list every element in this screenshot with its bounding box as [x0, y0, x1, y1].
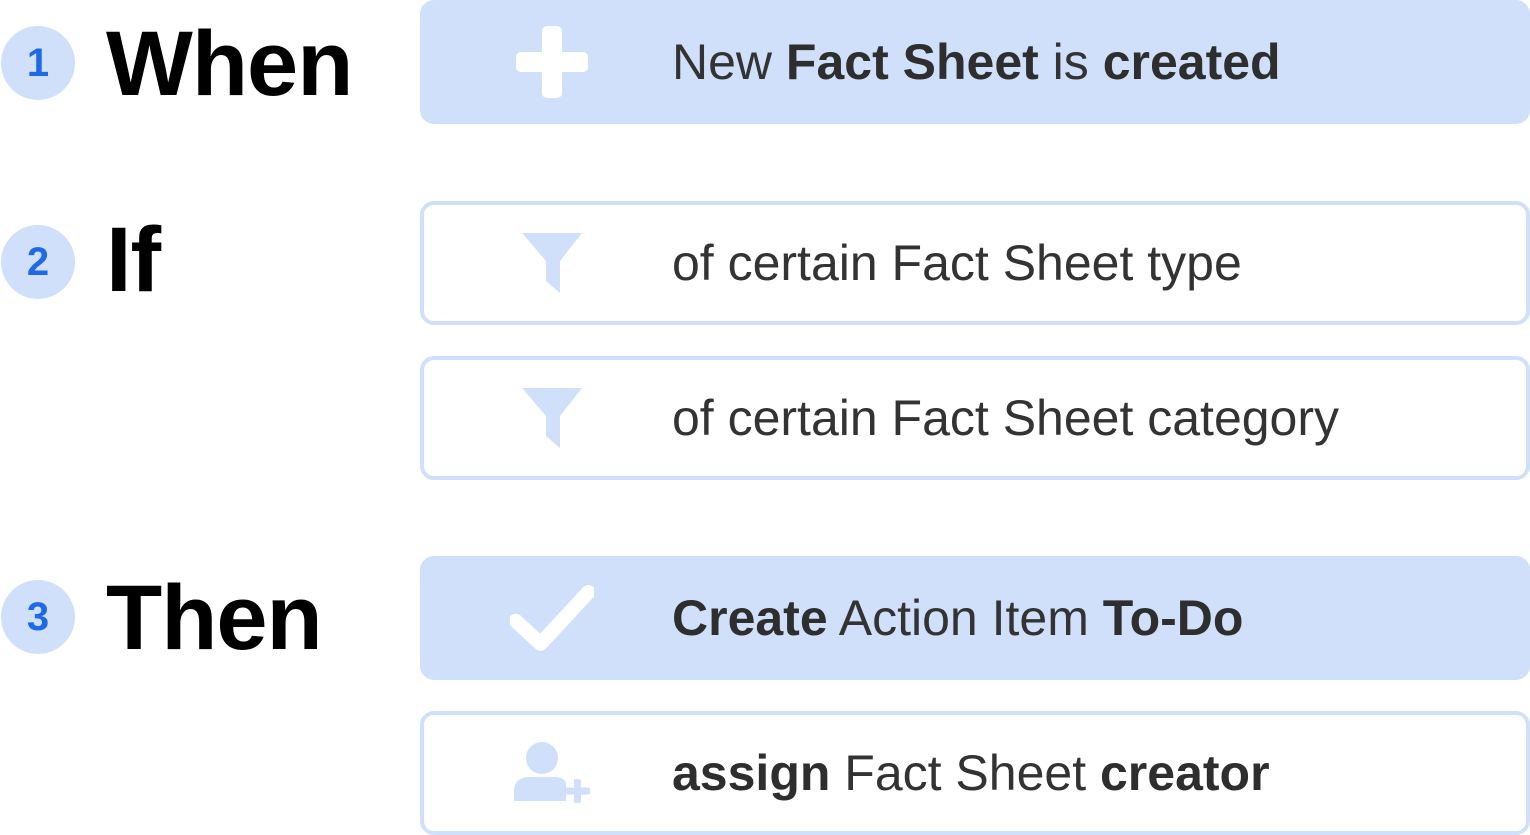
filter-icon: [510, 376, 594, 460]
trigger-text-fact-sheet: Fact Sheet: [785, 34, 1039, 90]
step-1-label: When: [106, 13, 353, 115]
action-text-creator: creator: [1100, 745, 1270, 801]
checkmark-icon: [510, 576, 594, 660]
action-text-action-item: Action Item: [827, 590, 1103, 646]
step-3-badge: 3: [1, 580, 75, 654]
action-text-assign: assign: [672, 745, 831, 801]
step-2-label: If: [106, 209, 161, 311]
action-text-todo: To-Do: [1102, 590, 1244, 646]
trigger-text-is: is: [1038, 34, 1103, 90]
trigger-card-fact-sheet-created[interactable]: New Fact Sheet is created: [420, 0, 1530, 124]
trigger-text: New Fact Sheet is created: [672, 33, 1281, 91]
action-assign-text: assign Fact Sheet creator: [672, 744, 1270, 802]
filter-icon: [510, 221, 594, 305]
action-create-text: Create Action Item To-Do: [672, 589, 1243, 647]
plus-icon: [510, 20, 594, 104]
condition-type-text: of certain Fact Sheet type: [672, 235, 1242, 291]
action-card-create-todo[interactable]: Create Action Item To-Do: [420, 556, 1530, 680]
action-card-assign-creator[interactable]: assign Fact Sheet creator: [420, 711, 1530, 835]
step-1-badge: 1: [1, 26, 75, 100]
step-2-badge: 2: [1, 225, 75, 299]
trigger-text-new: New: [672, 34, 786, 90]
condition-card-fact-sheet-category[interactable]: of certain Fact Sheet category: [420, 356, 1530, 480]
condition-category-text: of certain Fact Sheet category: [672, 390, 1340, 446]
step-3-label: Then: [106, 567, 323, 669]
add-user-icon: [510, 731, 594, 815]
action-text-create: Create: [672, 590, 828, 646]
condition-card-fact-sheet-type[interactable]: of certain Fact Sheet type: [420, 201, 1530, 325]
action-text-fact-sheet: Fact Sheet: [830, 745, 1100, 801]
trigger-text-created: created: [1102, 34, 1281, 90]
